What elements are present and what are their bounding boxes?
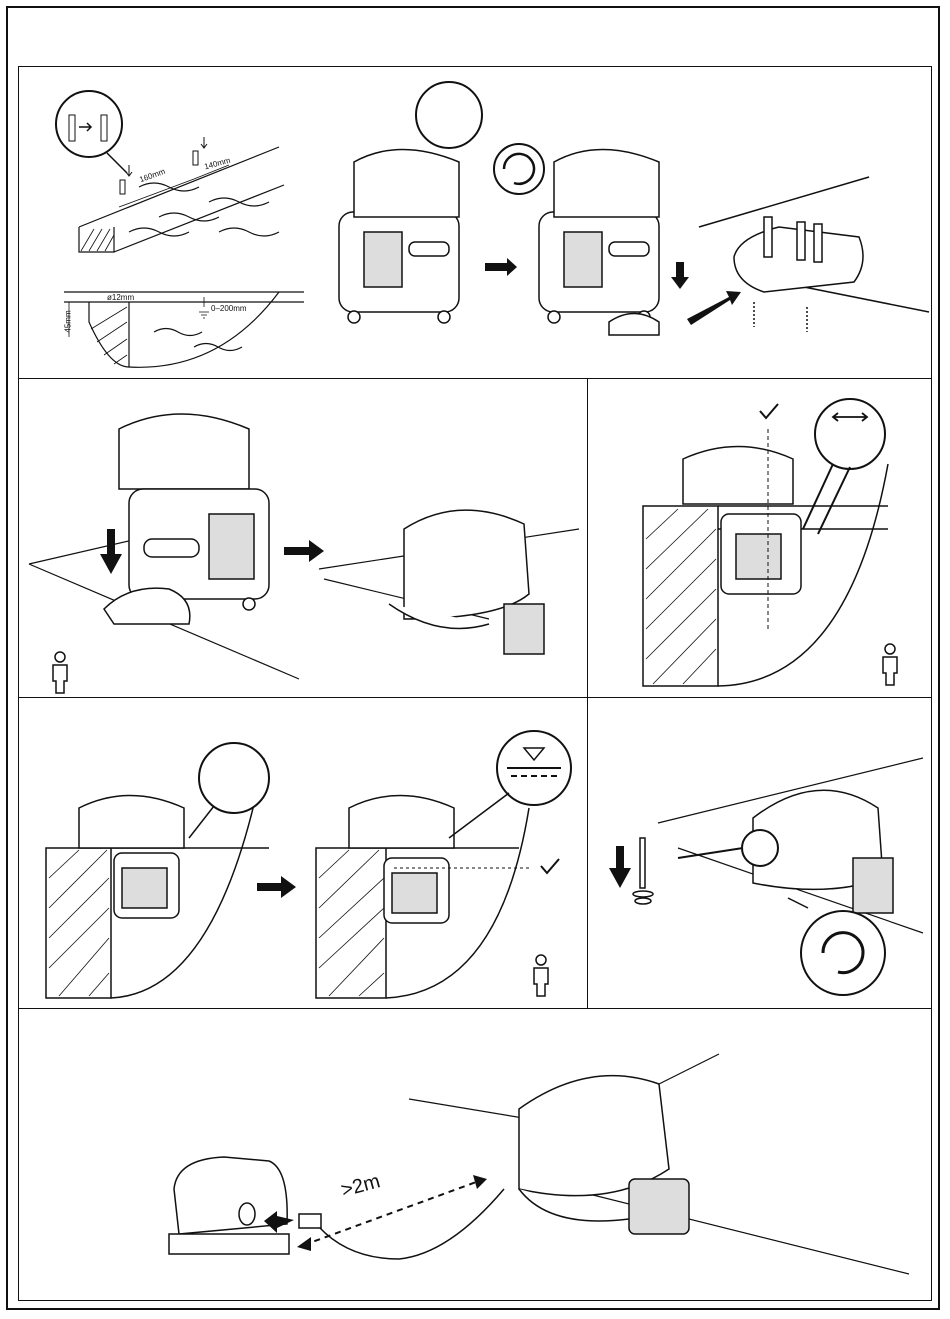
- power-cable: [299, 1189, 504, 1259]
- step-1-illustration: [19, 67, 933, 380]
- hatched-wall-1: [81, 229, 114, 251]
- drill-detail-magnifier: [56, 91, 127, 173]
- arrow-right: [257, 876, 296, 898]
- bolt-illustration: [633, 838, 653, 904]
- panel-step-6: >2m: [18, 1008, 932, 1301]
- cross-section-drawing: [64, 292, 304, 367]
- pool-deck-drawing: [79, 147, 284, 252]
- robot-unit-4: [389, 510, 544, 654]
- distance-line: [304, 1181, 479, 1245]
- checkmark-icon: [760, 404, 778, 418]
- bolt-detail-magnifier: [678, 830, 778, 866]
- water-level-icon: [449, 731, 571, 838]
- page-frame: 160mm 140mm ø12mm 45mm 0–200mm: [6, 6, 940, 1310]
- horizontal-detail-magnifier: [803, 399, 885, 534]
- step-4-illustration: [19, 698, 589, 1010]
- step-5-illustration: [588, 698, 933, 1010]
- step-2-illustration: [19, 379, 589, 699]
- panel-step-4: [18, 697, 588, 1009]
- dimension-water-level: 0–200mm: [211, 304, 247, 313]
- panel-step-1: 160mm 140mm ø12mm 45mm 0–200mm: [18, 66, 932, 379]
- power-supply-box: [169, 1157, 289, 1254]
- robot-unit-9: [519, 1076, 689, 1234]
- checkmark-icon: [541, 859, 559, 873]
- dimension-drill-depth: 45mm: [64, 310, 73, 332]
- panel-step-2: [18, 378, 588, 698]
- robot-unit-2: [539, 150, 659, 336]
- step-6-illustration: [19, 1009, 933, 1302]
- robot-unit-3: [104, 414, 269, 624]
- mounting-bracket: [699, 177, 929, 332]
- person-icon: [53, 652, 67, 693]
- step-3-illustration: [588, 379, 933, 699]
- arrow-down: [609, 846, 631, 888]
- person-icon: [534, 955, 548, 996]
- robot-unit-1: [339, 150, 459, 324]
- panel-step-3: [587, 378, 932, 698]
- person-icon: [883, 644, 897, 685]
- panel-step-5: [587, 697, 932, 1009]
- press-detail-magnifier: [189, 743, 269, 838]
- dimension-drill-diameter: ø12mm: [107, 293, 134, 302]
